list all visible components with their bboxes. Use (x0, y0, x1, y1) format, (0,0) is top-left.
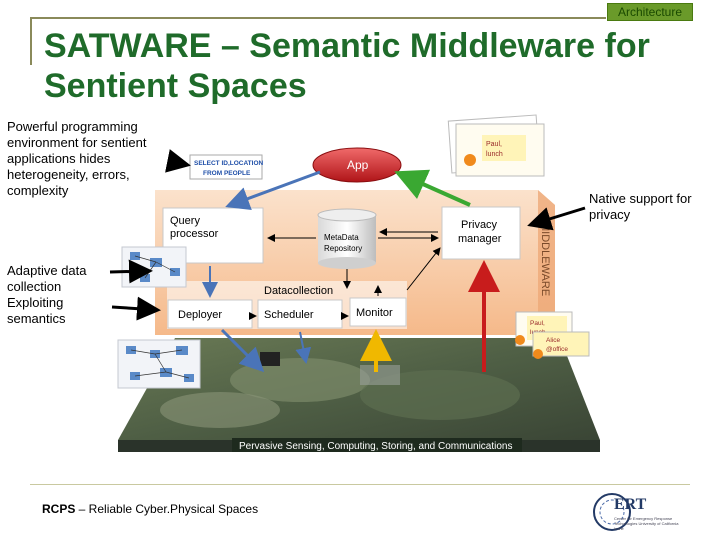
app-node: App (313, 148, 401, 182)
svg-text:processor: processor (170, 228, 219, 240)
svg-text:@office: @office (546, 346, 568, 353)
footer-rcps-full: – Reliable Cyber.Physical Spaces (75, 502, 258, 516)
middleware-label: MIDDLEWARE (539, 222, 551, 296)
datacollection-group: Datacollection Deployer Scheduler Monito… (167, 281, 407, 329)
footer-caption: RCPS – Reliable Cyber.Physical Spaces (42, 502, 258, 516)
sensor-flame-icon (464, 154, 476, 166)
paul-lunch-card-top: Paul, lunch (448, 115, 544, 176)
alice-office-card: Alice @office (533, 332, 589, 359)
svg-text:Paul,: Paul, (486, 141, 502, 148)
footer-rcps: RCPS (42, 502, 75, 516)
network-topology-thumbnail-upper (122, 247, 186, 287)
metadata-repository: MetaData Repository (318, 209, 376, 269)
sensing-banner: Pervasive Sensing, Computing, Storing, a… (232, 438, 522, 452)
query-note: SELECT ID,LOCATION FROM PEOPLE (190, 155, 264, 179)
scheduler-label: Scheduler (264, 309, 314, 321)
svg-text:Paul,: Paul, (530, 320, 545, 327)
svg-text:Pervasive Sensing, Computing,: Pervasive Sensing, Computing, Storing, a… (239, 441, 512, 452)
footer-divider (30, 484, 690, 485)
ert-logo-acronym: ERT (614, 496, 646, 514)
svg-text:Alice: Alice (546, 337, 560, 344)
svg-text:manager: manager (458, 233, 502, 245)
svg-text:SELECT ID,LOCATION: SELECT ID,LOCATION (194, 160, 264, 167)
ert-logo: ERT Center for Emergency Response Techno… (592, 490, 692, 534)
svg-text:App: App (347, 158, 369, 172)
svg-text:Privacy: Privacy (461, 219, 498, 231)
datacollection-label: Datacollection (264, 285, 333, 297)
svg-text:lunch: lunch (486, 151, 503, 158)
privacy-manager-box: Privacy manager (442, 207, 520, 259)
svg-text:MetaData: MetaData (324, 233, 359, 242)
svg-text:Repository: Repository (324, 244, 362, 253)
deployer-label: Deployer (178, 309, 222, 321)
svg-text:FROM PEOPLE: FROM PEOPLE (203, 170, 251, 177)
monitor-label: Monitor (356, 307, 393, 319)
network-topology-thumbnail-lower (118, 340, 200, 388)
ert-logo-subtitle: Center for Emergency Response Technologi… (614, 516, 684, 531)
svg-text:Query: Query (170, 215, 200, 227)
